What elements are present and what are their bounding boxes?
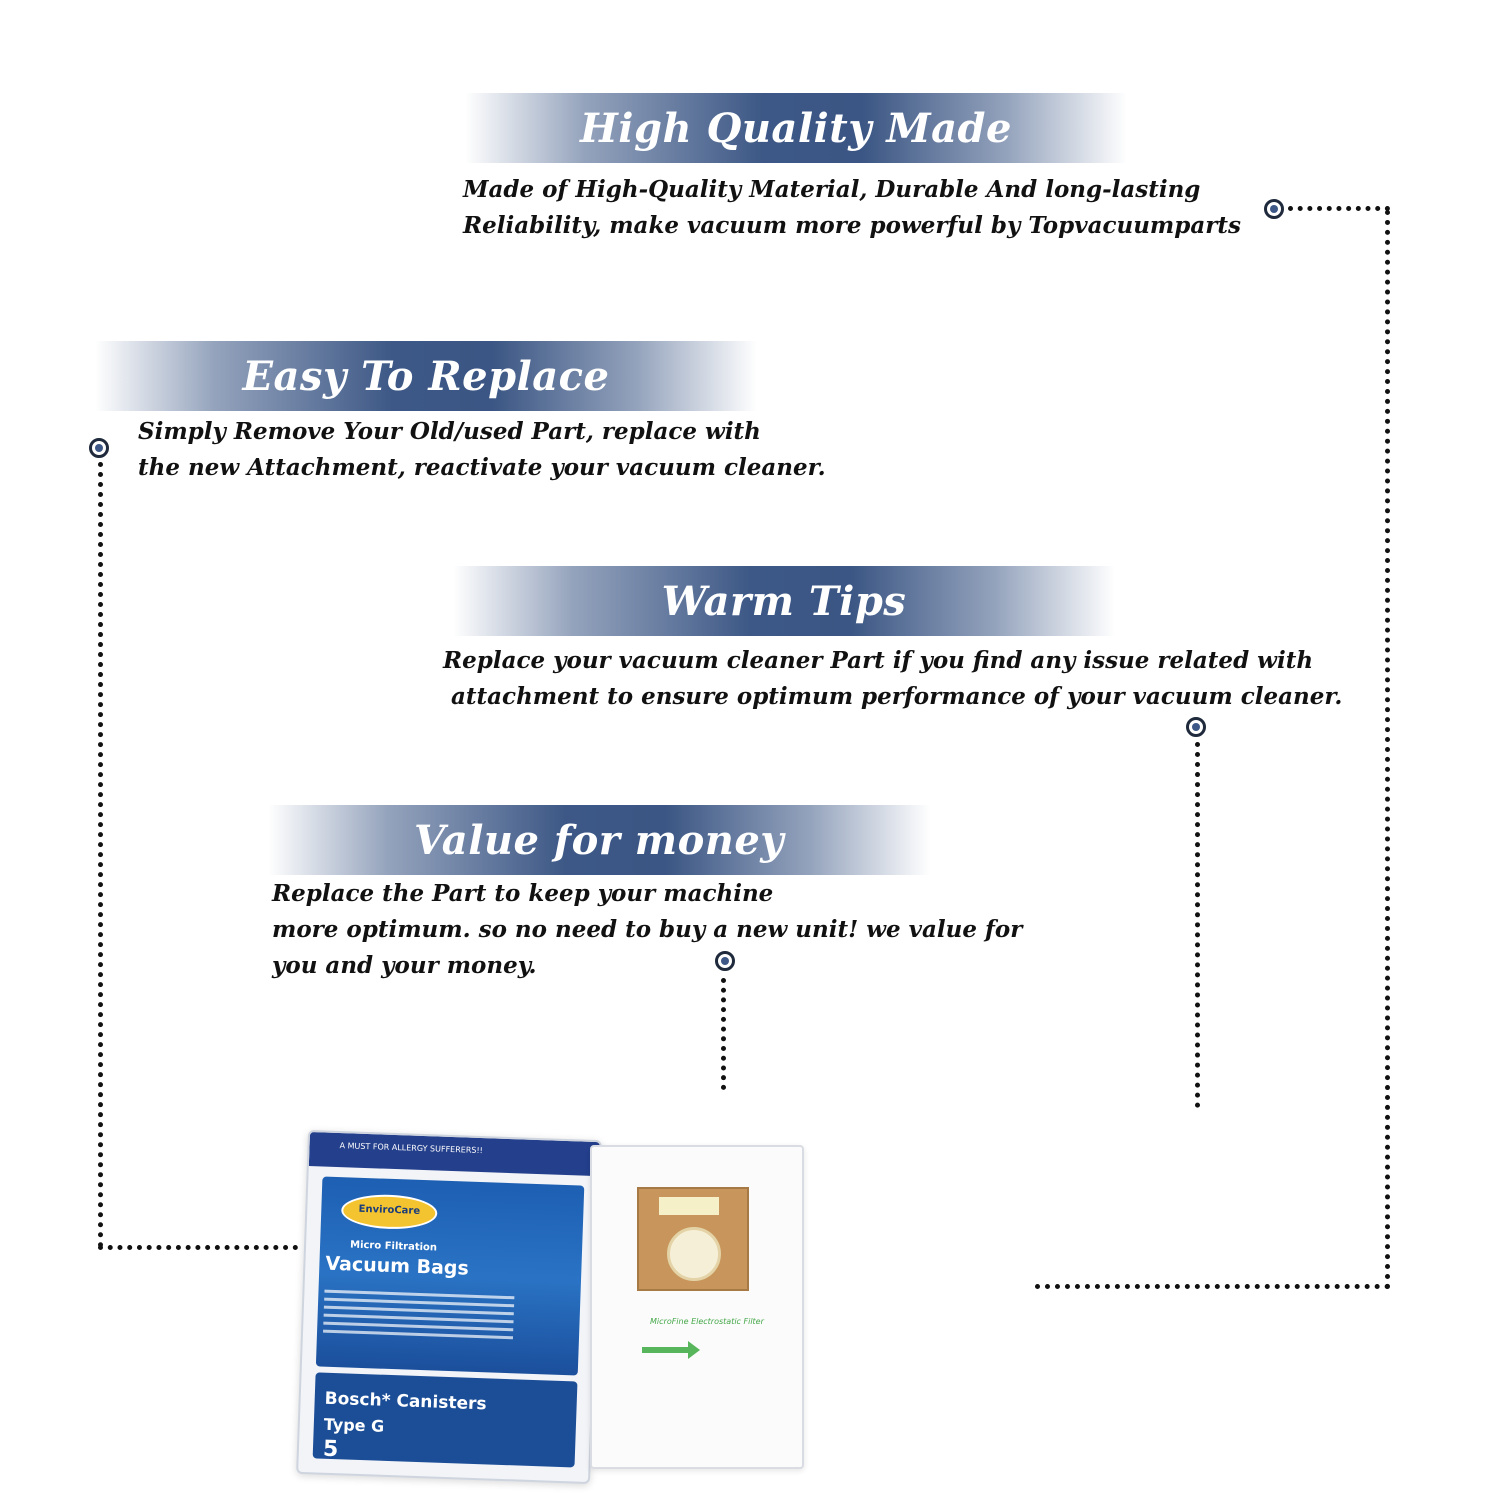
- connector-marker-icon: [715, 951, 735, 971]
- section-title: Warm Tips: [661, 577, 907, 625]
- dotted-connector: [721, 978, 731, 1090]
- dotted-connector: [98, 1245, 298, 1255]
- bag-collar-label: [659, 1197, 719, 1215]
- vacuum-bag-package: A MUST FOR ALLERGY SUFFERERS!! EnviroCar…: [296, 1129, 602, 1485]
- connector-marker-icon: [1264, 199, 1284, 219]
- connector-marker-icon: [89, 438, 109, 458]
- bag-filter-text: MicroFine Electrostatic Filter: [650, 1317, 764, 1326]
- dotted-connector: [1035, 1284, 1390, 1294]
- banner-warm-tips: Warm Tips: [453, 566, 1115, 636]
- banner-easy-replace: Easy To Replace: [95, 341, 757, 411]
- bag-inlet-hole: [667, 1227, 721, 1281]
- connector-marker-icon: [1186, 717, 1206, 737]
- package-count: 5: [322, 1436, 339, 1463]
- dotted-connector: [1195, 742, 1205, 1108]
- product-image: A MUST FOR ALLERGY SUFFERERS!! EnviroCar…: [296, 1125, 820, 1485]
- description-line: Reliability, make vacuum more powerful b…: [463, 212, 1241, 239]
- description-line: Replace the Part to keep your machine: [272, 880, 774, 907]
- description-line: Replace your vacuum cleaner Part if you …: [443, 647, 1314, 674]
- section-description: Simply Remove Your Old/used Part, replac…: [138, 414, 826, 486]
- description-line: Made of High-Quality Material, Durable A…: [463, 176, 1201, 203]
- envirocare-logo: EnviroCare: [340, 1193, 438, 1231]
- description-line: the new Attachment, reactivate your vacu…: [138, 454, 826, 481]
- airflow-arrow-icon: [642, 1341, 700, 1359]
- description-line: Simply Remove Your Old/used Part, replac…: [138, 418, 761, 445]
- package-brand: Bosch* Canisters: [324, 1388, 487, 1415]
- package-front: EnviroCare Micro Filtration Vacuum Bags: [315, 1176, 585, 1376]
- package-bottom: Bosch* Canisters Type G 5: [312, 1372, 578, 1468]
- bag-collar: [637, 1187, 749, 1291]
- banner-value-money: Value for money: [268, 805, 930, 875]
- section-description: Replace your vacuum cleaner Part if you …: [443, 643, 1342, 715]
- package-subtitle: Micro Filtration: [349, 1239, 438, 1254]
- package-name: Vacuum Bags: [325, 1252, 470, 1280]
- description-line: you and your money.: [272, 952, 537, 979]
- dotted-connector: [98, 462, 108, 1248]
- package-top-text: A MUST FOR ALLERGY SUFFERERS!!: [308, 1132, 600, 1177]
- package-fine-print: [323, 1285, 515, 1345]
- section-title: Easy To Replace: [242, 352, 610, 400]
- vacuum-bag: MicroFine Electrostatic Filter: [590, 1145, 804, 1469]
- section-title: Value for money: [413, 816, 785, 864]
- package-type: Type G: [323, 1414, 385, 1436]
- description-line: attachment to ensure optimum performance…: [443, 683, 1343, 710]
- dotted-connector: [1288, 206, 1390, 216]
- description-line: more optimum. so no need to buy a new un…: [272, 916, 1023, 943]
- dotted-connector: [1385, 210, 1395, 1290]
- section-description: Replace the Part to keep your machine mo…: [272, 876, 1022, 984]
- banner-high-quality: High Quality Made: [465, 93, 1127, 163]
- section-title: High Quality Made: [580, 104, 1012, 152]
- section-description: Made of High-Quality Material, Durable A…: [463, 172, 1241, 244]
